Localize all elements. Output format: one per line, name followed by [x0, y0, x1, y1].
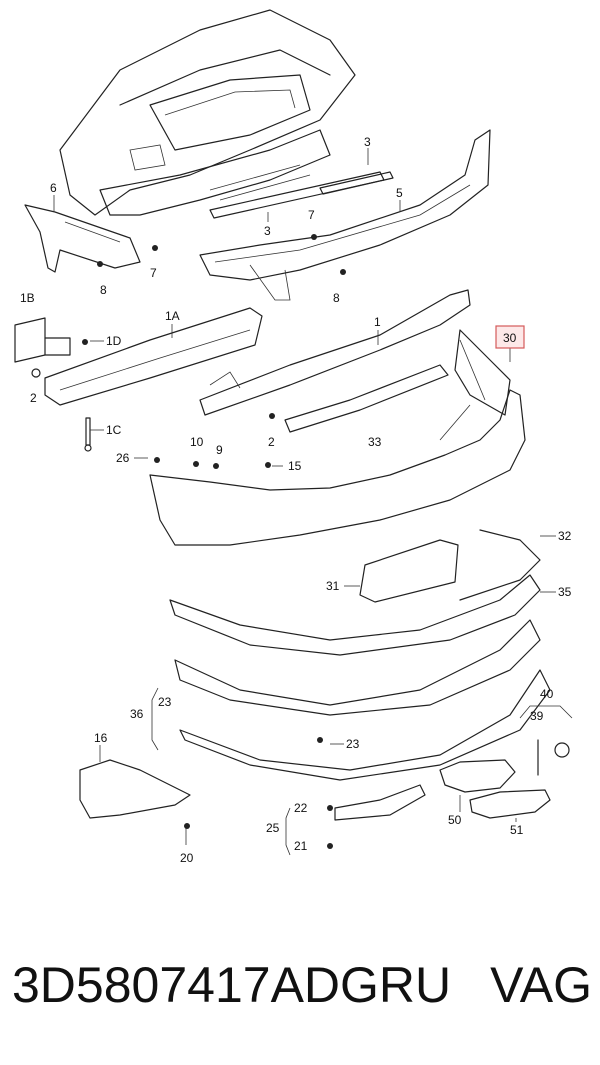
- strip-part-3: [209, 171, 394, 219]
- label-8-left: 8: [100, 283, 107, 297]
- label-23-bottom: 23: [346, 737, 360, 751]
- label-35: 35: [558, 585, 572, 599]
- label-3-top: 3: [364, 135, 371, 149]
- spoiler-lower-part-36: [179, 669, 551, 781]
- cap-part-40: [554, 742, 570, 758]
- label-5: 5: [396, 186, 403, 200]
- car-body-rear: [59, 9, 356, 216]
- label-1a: 1A: [165, 309, 180, 323]
- tailpipe-part-50: [439, 759, 516, 793]
- bumper-cover-part-30: [149, 329, 526, 546]
- label-16: 16: [94, 731, 108, 745]
- label-1: 1: [374, 315, 381, 329]
- label-2-left: 2: [30, 391, 37, 405]
- highlight-part-30: [495, 325, 525, 349]
- label-7-right: 7: [308, 208, 315, 222]
- label-26: 26: [116, 451, 130, 465]
- strip-part-32: [459, 529, 541, 601]
- label-15: 15: [288, 459, 302, 473]
- label-20: 20: [180, 851, 194, 865]
- label-7-left: 7: [150, 266, 157, 280]
- label-1b: 1B: [20, 291, 35, 305]
- leader-lines: [53, 148, 573, 856]
- label-22: 22: [294, 801, 308, 815]
- label-1d: 1D: [106, 334, 122, 348]
- bumper-bracket-part-1: [199, 289, 471, 416]
- spoiler-upper-part-36: [174, 619, 541, 716]
- label-9: 9: [216, 443, 223, 457]
- label-25: 25: [266, 821, 280, 835]
- label-23-top: 23: [158, 695, 172, 709]
- label-33: 33: [368, 435, 382, 449]
- label-8-right: 8: [333, 291, 340, 305]
- brand-name: VAG: [490, 957, 592, 1013]
- plate-mount-part-31: [359, 539, 459, 603]
- label-32: 32: [558, 529, 572, 543]
- bracket-part-6: [24, 204, 141, 273]
- spoiler-part-35: [169, 574, 541, 656]
- fasteners: [82, 234, 346, 849]
- tailpipe-part-51: [469, 789, 551, 819]
- label-3-bottom: 3: [264, 224, 271, 238]
- bracket-part-16: [79, 759, 191, 819]
- callout-labels: 6 3 3 5 7 7 8 8 1B 1A 1 1D 2 1C 2 33 30 …: [20, 135, 572, 865]
- label-2-center: 2: [268, 435, 275, 449]
- trim-part-33: [284, 364, 449, 433]
- impact-beam-part-5: [199, 129, 491, 301]
- bracket-part-25: [334, 784, 426, 821]
- part-number: 3D5807417ADGRU: [12, 957, 452, 1013]
- absorber-part-1a: [44, 307, 263, 406]
- caption-bar: 3D5807417ADGRU VAG: [12, 955, 592, 1025]
- label-30: 30: [503, 331, 517, 345]
- label-36: 36: [130, 707, 144, 721]
- label-51: 51: [510, 823, 524, 837]
- label-50: 50: [448, 813, 462, 827]
- label-40: 40: [540, 687, 554, 701]
- label-31: 31: [326, 579, 340, 593]
- exploded-parts-diagram: 6 3 3 5 7 7 8 8 1B 1A 1 1D 2 1C 2 33 30 …: [14, 9, 573, 865]
- bolt-part-1c: [84, 417, 92, 452]
- label-21: 21: [294, 839, 308, 853]
- label-10: 10: [190, 435, 204, 449]
- label-6: 6: [50, 181, 57, 195]
- mount-part-1b: [14, 317, 71, 378]
- label-39: 39: [530, 709, 544, 723]
- label-1c: 1C: [106, 423, 122, 437]
